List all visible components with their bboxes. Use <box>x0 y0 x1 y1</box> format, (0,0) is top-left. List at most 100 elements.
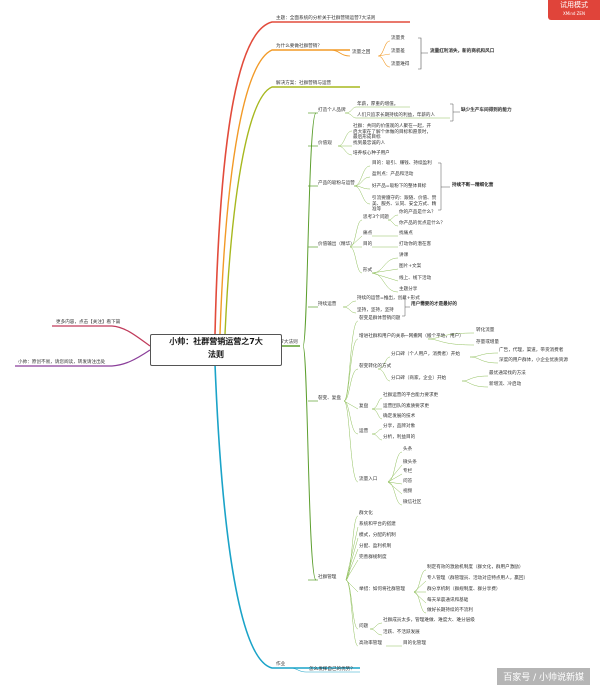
s7-b[interactable]: 系统和平台的搭建 <box>359 522 396 527</box>
s3-c[interactable]: 好产品=吸粉下的整体目标 <box>372 184 427 189</box>
traffic-node[interactable]: 流量之困 <box>352 50 371 55</box>
s6-f[interactable]: 流量入口 <box>359 477 378 482</box>
why-sub-line <box>329 49 351 57</box>
s6-b[interactable]: 增进社群和用户的关系 <box>359 334 405 339</box>
seven-subbranches <box>308 112 318 581</box>
subject-node[interactable]: 主题：全面系统的分析关于社群营销运营7大法则 <box>276 16 376 21</box>
follow-note[interactable]: 更多内容，点击【关注】看下篇 <box>56 320 121 325</box>
s6-f-item-1[interactable]: 头条 <box>403 447 413 452</box>
s5-summary[interactable]: 用户需要的才是最好的 <box>411 302 457 307</box>
s4-d[interactable]: 形式 <box>363 268 373 273</box>
s6-d3[interactable]: 确定发展的技术 <box>383 414 416 419</box>
s6-e2[interactable]: 分析，利益目的 <box>383 435 416 440</box>
s6-e1[interactable]: 分享，品牌对象 <box>383 424 416 429</box>
s2-c[interactable]: 培养核心种子用户 <box>353 151 390 156</box>
s7-h[interactable]: 高效率管理 <box>359 641 382 646</box>
s3-d[interactable]: 引流要遵守的：跟随、价值、赞美、服务、认同、安全方式、精准等 <box>372 196 437 213</box>
s6-c2a[interactable]: 最优通常找的方法 <box>489 371 526 376</box>
s3-b[interactable]: 盈利点：产品和活动 <box>372 172 414 177</box>
s7-g[interactable]: 问题 <box>359 624 369 629</box>
s6-f-item-2[interactable]: 微头条 <box>403 460 417 465</box>
s6-f-item-6[interactable]: 微信社区 <box>403 500 422 505</box>
branch-left-line-2 <box>15 349 151 367</box>
s4-d3[interactable]: 线上、线下活动 <box>399 276 432 281</box>
s6-c2b[interactable]: 新增流、冷启动 <box>489 382 522 387</box>
s7-h1[interactable]: 目的化管理 <box>403 641 426 646</box>
s6-b1b[interactable]: 存量或增量 <box>476 340 499 345</box>
s7-d[interactable]: 分配、盈利机制 <box>359 544 392 549</box>
s1-a[interactable]: 年薪，厚重的增值。 <box>357 102 399 107</box>
s7-c[interactable]: 模式，分配的机制 <box>359 533 396 538</box>
seven-rules-node[interactable]: 7大法则 <box>281 340 298 345</box>
s7-g2[interactable]: 活跃、不活跃发展 <box>383 630 420 635</box>
homework-node[interactable]: 作业 <box>276 662 286 667</box>
s4-b[interactable]: 痛点 <box>363 231 373 236</box>
s7-node[interactable]: 社群管理 <box>318 575 337 580</box>
s4-d1[interactable]: 讲课 <box>399 253 409 258</box>
why-node[interactable]: 为什么要做社群营销？ <box>276 44 322 49</box>
s2-node[interactable]: 价值观 <box>318 141 332 146</box>
s3-summary[interactable]: 持续不断—精细化营 <box>452 183 494 188</box>
s4-c[interactable]: 目的 <box>363 242 373 247</box>
s7-f2[interactable]: 专人管理（群管理员、活动对应特点用人，赢回） <box>427 576 529 581</box>
root-title-line1: 小帅：社群营销运营之7大 <box>169 337 263 346</box>
traffic-summary[interactable]: 流量红利消失，新的商机和风口 <box>430 49 495 54</box>
s2-b[interactable]: 找到最忠诚的人 <box>353 141 386 146</box>
s5-b[interactable]: 坚持，坚持，坚持 <box>357 308 394 313</box>
traffic-item-2[interactable]: 流量差 <box>391 49 405 54</box>
s7-f[interactable]: 举措：如何将社群管理 <box>359 587 405 592</box>
trial-mode-sub: XMind ZEN <box>563 11 585 16</box>
s4-node[interactable]: 价值输出（精华） <box>318 242 355 247</box>
share-note[interactable]: 小帅：原创不易，请您阅读，转发请注出处 <box>18 360 106 365</box>
s6-node[interactable]: 裂变、复盘 <box>318 396 341 401</box>
s7-g1[interactable]: 社群成员太多，管理难做、难度大、难分层级 <box>383 618 475 623</box>
s6-d1[interactable]: 社群运营的平台能力要求更 <box>383 393 439 398</box>
homework-item[interactable]: 怎么发挥自己的优势？ <box>309 667 355 672</box>
s4-d4[interactable]: 主题分享 <box>399 287 418 292</box>
s4-d2[interactable]: 图片+文案 <box>399 264 422 269</box>
s5-a[interactable]: 持续的运营=推出，创意+形式 <box>357 296 420 301</box>
s6-c[interactable]: 裂变转化的方式 <box>359 364 392 369</box>
s5-node[interactable]: 持续运营 <box>318 302 337 307</box>
traffic-item-1[interactable]: 流量贵 <box>391 36 405 41</box>
s6-c2[interactable]: 分口碑（商家，企业）开始 <box>391 376 447 381</box>
s1-b[interactable]: 人们只追求长期持续的利益，年薪的人 <box>357 113 436 118</box>
s7-f3[interactable]: 群分享机制（群规制度、群分享费） <box>427 587 501 592</box>
trial-mode-badge[interactable]: 试用模式 XMind ZEN <box>548 0 600 20</box>
solution-node[interactable]: 解决方案：社群营销与运营 <box>276 81 332 86</box>
s6-d[interactable]: 复盘 <box>359 404 369 409</box>
root-node[interactable]: 小帅：社群营销运营之7大 法则 <box>150 334 282 366</box>
s3-a[interactable]: 目的：吸引、赚钱、持续盈利 <box>372 161 432 166</box>
s6-d2[interactable]: 运营团队的素质要求更 <box>383 404 429 409</box>
s6-a[interactable]: 裂变是群体营销问题 <box>359 316 401 321</box>
s6-f-item-4[interactable]: 问答 <box>403 479 413 484</box>
branch-homework-line <box>214 363 360 669</box>
s6-b1[interactable]: 一网撒网（搬个平地，用户） <box>404 334 464 339</box>
s4-c1[interactable]: 打动你的潜在客 <box>399 242 432 247</box>
s7-f4[interactable]: 每天早晨通讯和基础 <box>427 598 469 603</box>
s6-b1a[interactable]: 转化流量 <box>476 328 495 333</box>
s4-a[interactable]: 思考3个问题 <box>363 215 389 220</box>
s7-a[interactable]: 群文化 <box>359 511 373 516</box>
s6-c1b[interactable]: 深度的用户群体，小企业优质资源 <box>499 358 568 363</box>
s4-b1[interactable]: 找痛点 <box>399 231 413 236</box>
s7-e[interactable]: 完善群规制度 <box>359 555 387 560</box>
s2-a[interactable]: 社群：共同的价值观的人聚在一起，开启大家在了解个体做的目标和愿景时，最后形成目标 <box>353 124 432 141</box>
branch-why-line <box>219 49 350 335</box>
seven-leaves <box>337 103 499 647</box>
s4-a1[interactable]: 你的产品是什么？ <box>399 210 436 215</box>
s7-f5[interactable]: 做好长期持续的不流利 <box>427 608 473 613</box>
s1-node[interactable]: 打造个人品牌 <box>318 108 346 113</box>
s4-a2[interactable]: 你产品的优点是什么？ <box>399 221 445 226</box>
root-title-line2: 法则 <box>208 350 224 359</box>
s3-node[interactable]: 产品的吸粉与运营 <box>318 181 355 186</box>
s6-e[interactable]: 运营 <box>359 429 369 434</box>
s6-f-item-5[interactable]: 视频 <box>403 489 413 494</box>
s6-c1[interactable]: 分口碑（个人用户，消费者）开始 <box>391 352 460 357</box>
traffic-item-3[interactable]: 流量难得 <box>391 62 410 67</box>
s6-f-item-3[interactable]: 专栏 <box>403 469 413 474</box>
s7-f1[interactable]: 制定有效的激励机制度（群文化，群用户激励） <box>427 565 524 570</box>
s1-summary[interactable]: 缺少生产车间得到的能力 <box>461 108 512 113</box>
s6-c1a[interactable]: 广告，代理，渠道，带货消费者 <box>499 348 564 353</box>
